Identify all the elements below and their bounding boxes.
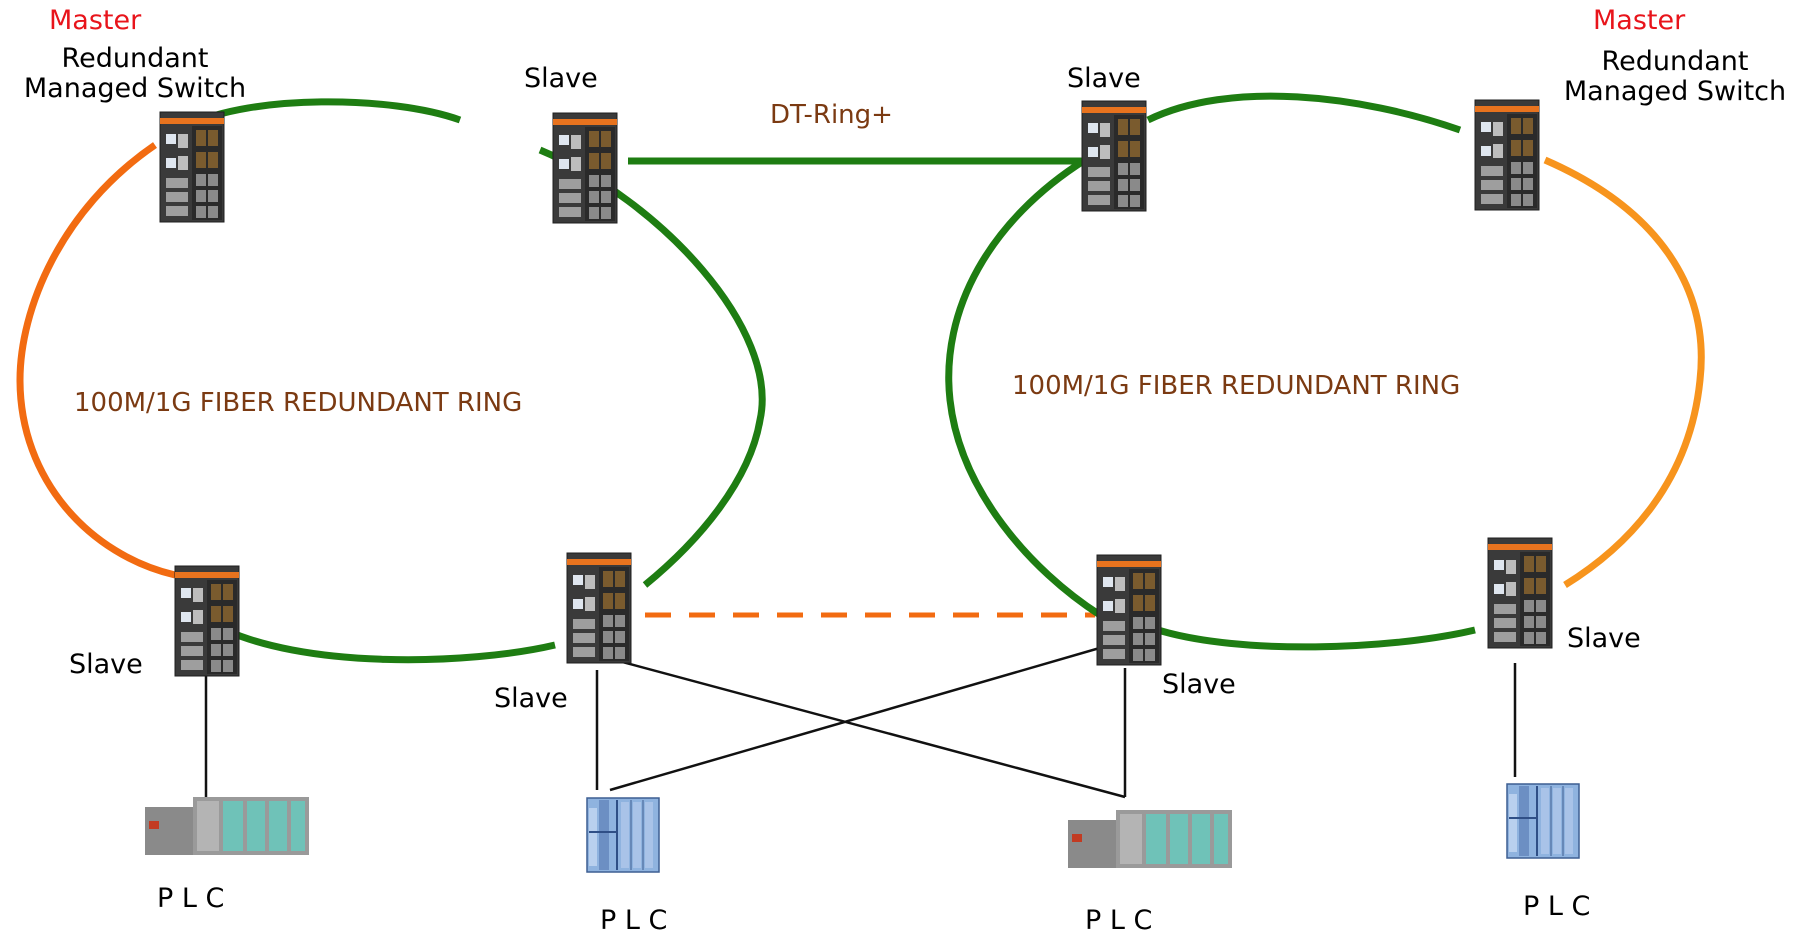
slave-label-top-right: Slave <box>1067 63 1141 94</box>
left-ring-green-bottom <box>213 621 556 664</box>
right-ring-green-bottom <box>1156 626 1476 651</box>
right-ring-orange-arc <box>1543 156 1705 588</box>
right-ring-green-left <box>945 157 1102 618</box>
plc-modular-icon <box>1506 783 1580 859</box>
redundant-label-right: Redundant <box>1601 46 1749 77</box>
ring-label-left: 100M/1G FIBER REDUNDANT RING <box>74 388 523 418</box>
industrial-switch-icon <box>566 552 632 664</box>
ring-label-right: 100M/1G FIBER REDUNDANT RING <box>1012 371 1461 401</box>
left-ring-orange-arc <box>16 142 176 579</box>
master-label-left: Master <box>49 5 142 36</box>
plc-rack-icon <box>145 797 309 855</box>
slave-label-bottom-3: Slave <box>1162 669 1236 700</box>
plc-cross-link-1 <box>614 658 1126 799</box>
plc-label-4: P L C <box>1523 891 1591 922</box>
managed-switch-label-left: Managed Switch <box>23 73 247 104</box>
managed-switch-label-right: Managed Switch <box>1563 76 1787 107</box>
switch-caption-right: Redundant Managed Switch <box>1550 47 1800 107</box>
right-ring-green-top <box>1146 92 1462 134</box>
industrial-switch-icon <box>552 112 618 224</box>
industrial-switch-icon <box>1474 99 1540 211</box>
left-ring-green-top <box>188 98 462 129</box>
industrial-switch-icon <box>1081 100 1147 212</box>
industrial-switch-icon <box>1487 537 1553 649</box>
slave-label-bottom-4: Slave <box>1567 623 1641 654</box>
left-ring-green-right <box>538 146 766 588</box>
industrial-switch-icon <box>159 111 225 223</box>
plc-label-3: P L C <box>1085 905 1153 936</box>
industrial-switch-icon <box>174 565 240 677</box>
plc-label-1: P L C <box>157 883 225 914</box>
slave-label-top-left: Slave <box>524 63 598 94</box>
slave-label-bottom-2: Slave <box>494 683 568 714</box>
plc-label-2: P L C <box>600 905 668 936</box>
plc-cross-link-2 <box>609 643 1111 792</box>
industrial-switch-icon <box>1096 554 1162 666</box>
switch-caption-left: Redundant Managed Switch <box>10 44 260 104</box>
slave-label-bottom-1: Slave <box>69 649 143 680</box>
plc-modular-icon <box>586 797 660 873</box>
plc-rack-icon <box>1068 810 1232 868</box>
dt-ring-label: DT-Ring+ <box>770 100 893 130</box>
redundant-label-left: Redundant <box>61 43 209 74</box>
master-label-right: Master <box>1593 5 1686 36</box>
